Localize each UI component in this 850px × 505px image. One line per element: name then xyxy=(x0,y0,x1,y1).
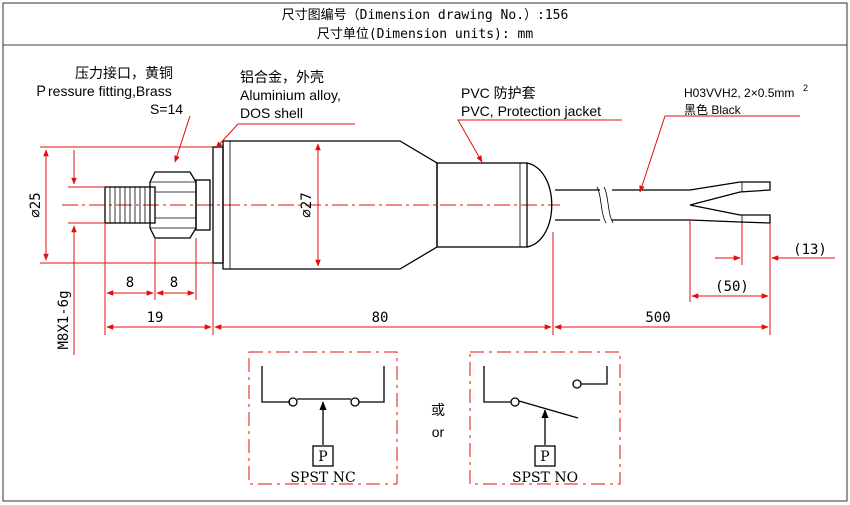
shell-label-cn: 铝合金，外壳 xyxy=(240,69,324,85)
cable-spec-label: H03VVH2, 2×0.5mm xyxy=(684,86,794,100)
no-p-label: P xyxy=(540,449,549,465)
fitting-size-label: S=14 xyxy=(150,101,183,117)
d25-label: ⌀25 xyxy=(28,192,44,217)
or-label-en: or xyxy=(432,424,445,440)
or-label-cn: 或 xyxy=(431,402,445,418)
dim-8b-label: 8 xyxy=(170,275,178,291)
title-line-1: 尺寸图编号（Dimension drawing No.）:156 xyxy=(282,8,569,23)
fitting-label-en: Ｐressure fitting,Brass xyxy=(34,83,172,99)
fitting-label-cn: 压力接口，黄铜 xyxy=(75,65,173,81)
dim-500-label: 500 xyxy=(645,310,670,326)
jacket-leader xyxy=(457,119,622,163)
fitting-leader xyxy=(174,115,191,163)
dim-80-label: 80 xyxy=(372,310,389,326)
cable-spec-superscript: 2 xyxy=(803,83,808,93)
title-line-2: 尺寸单位(Dimension units): mm xyxy=(317,27,534,42)
nc-p-label: P xyxy=(318,449,327,465)
pvc-jacket xyxy=(436,162,553,248)
jacket-label-en: PVC, Protection jacket xyxy=(461,103,601,119)
shell-leader xyxy=(215,123,355,149)
shell-label-en-1: Aluminium alloy, xyxy=(240,87,341,103)
cable-leader xyxy=(639,115,800,193)
spst-no-diagram: P SPST NO xyxy=(469,351,621,486)
thread-label: M8X1-6g xyxy=(56,290,72,349)
dim-8a-label: 8 xyxy=(126,275,134,291)
dim-13-label: (13) xyxy=(793,242,827,258)
shell-label-en-2: DOS shell xyxy=(240,105,303,121)
dim-19-label: 19 xyxy=(147,310,164,326)
hex-nut xyxy=(149,171,197,239)
nc-label: SPST NC xyxy=(290,470,355,486)
dim-50-label: (50) xyxy=(715,279,749,295)
collar xyxy=(195,179,211,231)
cable xyxy=(555,181,771,224)
cable-color-label: 黑色 Black xyxy=(684,103,742,117)
no-label: SPST NO xyxy=(512,470,578,486)
d27-label: ⌀27 xyxy=(299,192,315,217)
spst-nc-diagram: P SPST NC xyxy=(248,351,398,486)
jacket-label-cn: PVC 防护套 xyxy=(461,85,536,101)
